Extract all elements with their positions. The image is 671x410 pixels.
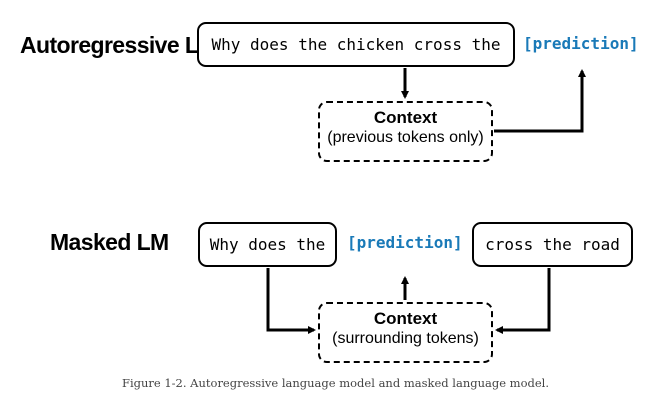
masked-context-box: Context (surrounding tokens) <box>318 302 493 363</box>
ar-prediction-token: [prediction] <box>523 34 639 53</box>
ar-context-box: Context (previous tokens only) <box>318 101 493 162</box>
figure-caption: Figure 1-2. Autoregressive language mode… <box>121 376 550 390</box>
ar-input-box: Why does the chicken cross the <box>197 22 515 67</box>
masked-right-to-context-arrow <box>495 268 551 334</box>
masked-context-subtitle: (surrounding tokens) <box>332 330 479 347</box>
masked-heading: Masked LM <box>50 229 169 255</box>
masked-left-to-context-arrow <box>266 268 316 334</box>
ar-input-text: Why does the chicken cross the <box>211 35 501 54</box>
ar-context-to-prediction-arrow <box>494 69 586 133</box>
masked-left-box: Why does the <box>198 222 337 267</box>
masked-right-box: cross the road <box>472 222 633 267</box>
masked-prediction-token: [prediction] <box>347 233 463 252</box>
ar-context-subtitle: (previous tokens only) <box>327 129 484 146</box>
masked-left-text: Why does the <box>209 235 326 254</box>
masked-right-text: cross the road <box>485 235 620 254</box>
autoregressive-heading: Autoregressive LM <box>20 32 217 58</box>
masked-context-title: Context <box>373 309 438 328</box>
ar-context-title: Context <box>373 108 438 127</box>
